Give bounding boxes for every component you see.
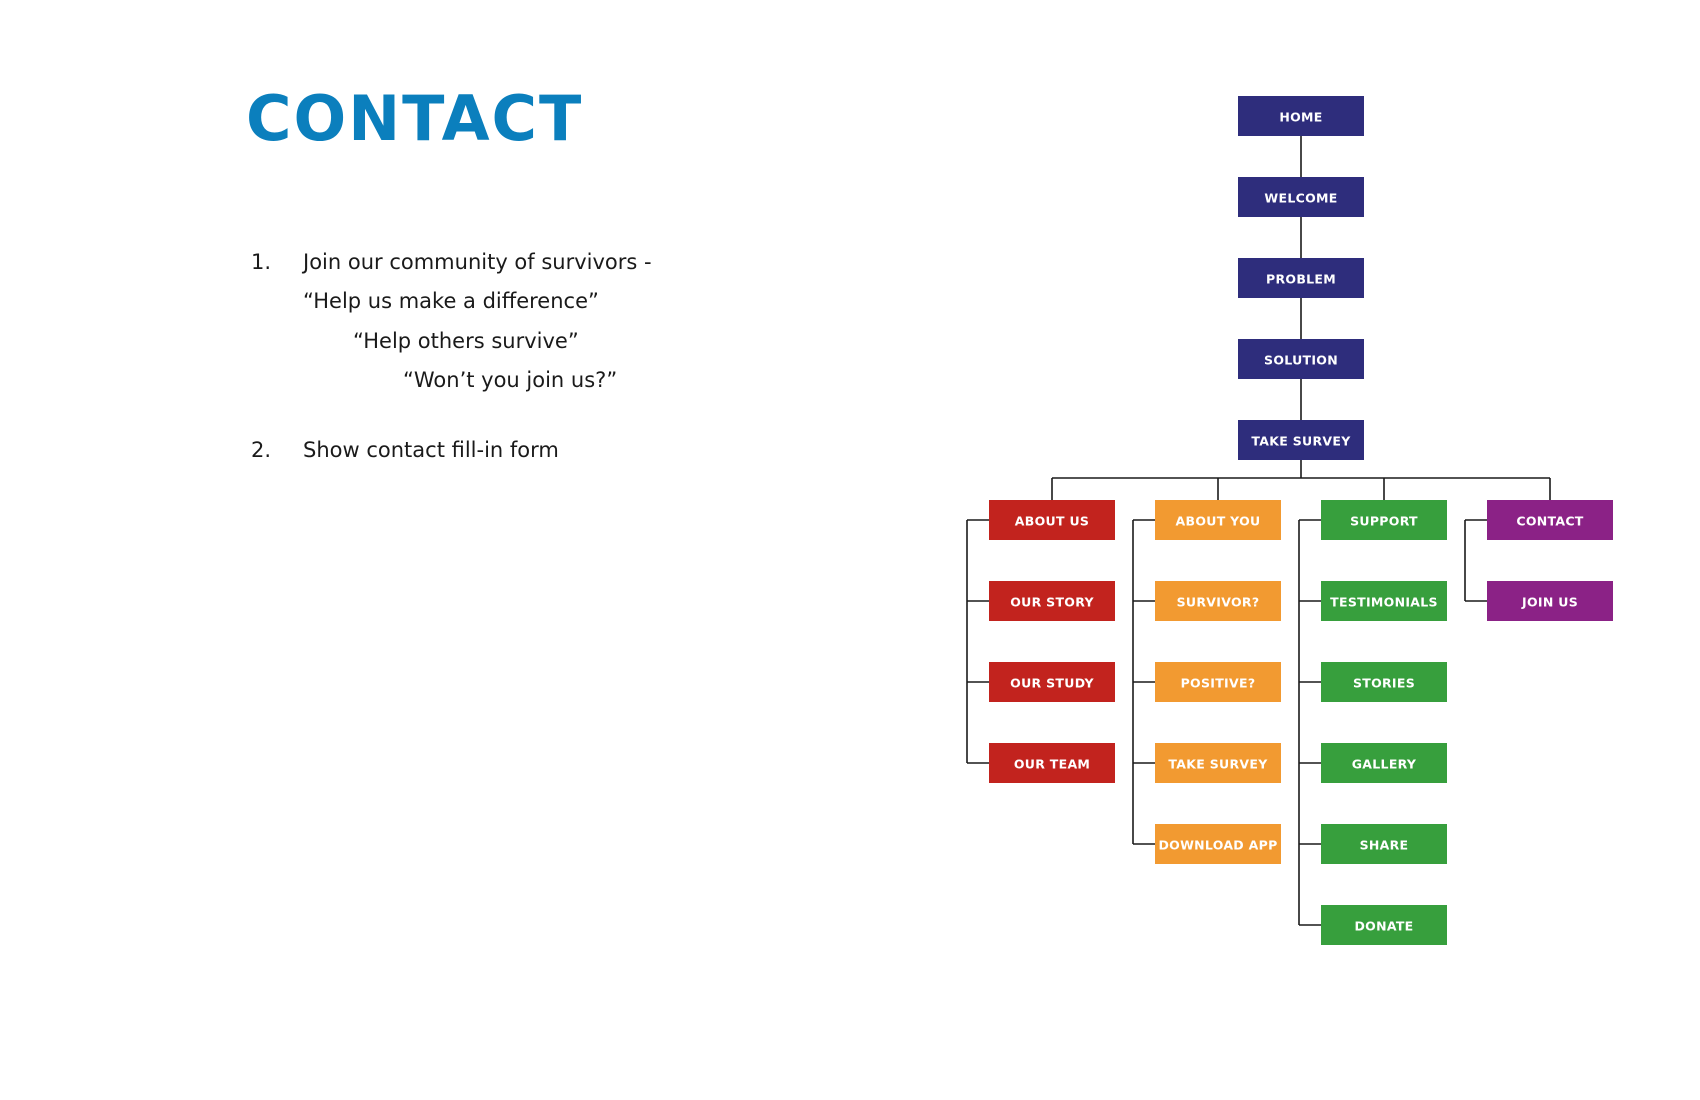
- node-our-team-box: [989, 743, 1115, 783]
- note-2-number: 2.: [251, 438, 272, 462]
- note-1-line-3: “Help others survive”: [353, 329, 579, 353]
- node-join-us-label: JOIN US: [1521, 595, 1578, 610]
- node-take-survey-main: TAKE SURVEY: [1238, 420, 1364, 460]
- node-problem-label: PROBLEM: [1266, 272, 1336, 287]
- node-stories: STORIES: [1321, 662, 1447, 702]
- node-stories-label: STORIES: [1353, 676, 1415, 691]
- node-take-survey-main-label: TAKE SURVEY: [1251, 434, 1351, 449]
- note-2-line-1: Show contact fill-in form: [303, 438, 559, 462]
- node-testimonials: TESTIMONIALS: [1321, 581, 1447, 621]
- node-solution-box: [1238, 339, 1364, 379]
- node-problem: PROBLEM: [1238, 258, 1364, 298]
- page-title: CONTACT: [246, 82, 584, 155]
- node-survivor: SURVIVOR?: [1155, 581, 1281, 621]
- node-take-survey-about-you-label: TAKE SURVEY: [1168, 757, 1268, 772]
- node-share-label: SHARE: [1360, 838, 1409, 853]
- node-contact: CONTACT: [1487, 500, 1613, 540]
- node-download-app: DOWNLOAD APP: [1155, 824, 1281, 864]
- node-survivor-box: [1155, 581, 1281, 621]
- node-download-app-box: [1155, 824, 1281, 864]
- node-download-app-label: DOWNLOAD APP: [1158, 838, 1277, 853]
- node-our-study-label: OUR STUDY: [1010, 676, 1094, 691]
- node-contact-label: CONTACT: [1516, 514, 1583, 529]
- node-our-team: OUR TEAM: [989, 743, 1115, 783]
- node-donate-label: DONATE: [1354, 919, 1413, 934]
- node-support: SUPPORT: [1321, 500, 1447, 540]
- node-support-box: [1321, 500, 1447, 540]
- node-solution: SOLUTION: [1238, 339, 1364, 379]
- node-survivor-label: SURVIVOR?: [1177, 595, 1260, 610]
- node-welcome-label: WELCOME: [1264, 191, 1337, 206]
- node-testimonials-label: TESTIMONIALS: [1330, 595, 1438, 610]
- node-donate-box: [1321, 905, 1447, 945]
- node-home: HOME: [1238, 96, 1364, 136]
- node-welcome-box: [1238, 177, 1364, 217]
- node-gallery-label: GALLERY: [1352, 757, 1417, 772]
- node-our-story-label: OUR STORY: [1010, 595, 1094, 610]
- node-join-us: JOIN US: [1487, 581, 1613, 621]
- node-home-label: HOME: [1279, 110, 1322, 125]
- node-take-survey-about-you-box: [1155, 743, 1281, 783]
- note-1-line-2: “Help us make a difference”: [303, 289, 599, 313]
- node-positive-label: POSITIVE?: [1181, 676, 1256, 691]
- node-testimonials-box: [1321, 581, 1447, 621]
- node-about-you: ABOUT YOU: [1155, 500, 1281, 540]
- node-gallery: GALLERY: [1321, 743, 1447, 783]
- node-stories-box: [1321, 662, 1447, 702]
- node-support-label: SUPPORT: [1350, 514, 1418, 529]
- node-about-us-box: [989, 500, 1115, 540]
- node-share: SHARE: [1321, 824, 1447, 864]
- node-our-study: OUR STUDY: [989, 662, 1115, 702]
- node-our-story-box: [989, 581, 1115, 621]
- note-1-number: 1.: [251, 250, 272, 274]
- note-1-line-4: “Won’t you join us?”: [403, 368, 618, 392]
- node-our-study-box: [989, 662, 1115, 702]
- node-join-us-box: [1487, 581, 1613, 621]
- note-1-line-1: Join our community of survivors -: [303, 250, 652, 274]
- node-about-you-label: ABOUT YOU: [1176, 514, 1261, 529]
- node-positive: POSITIVE?: [1155, 662, 1281, 702]
- node-contact-box: [1487, 500, 1613, 540]
- node-take-survey-about-you: TAKE SURVEY: [1155, 743, 1281, 783]
- node-share-box: [1321, 824, 1447, 864]
- node-about-us-label: ABOUT US: [1015, 514, 1089, 529]
- node-home-box: [1238, 96, 1364, 136]
- node-take-survey-main-box: [1238, 420, 1364, 460]
- node-donate: DONATE: [1321, 905, 1447, 945]
- node-about-you-box: [1155, 500, 1281, 540]
- node-welcome: WELCOME: [1238, 177, 1364, 217]
- node-solution-label: SOLUTION: [1264, 353, 1338, 368]
- node-about-us: ABOUT US: [989, 500, 1115, 540]
- node-our-story: OUR STORY: [989, 581, 1115, 621]
- node-our-team-label: OUR TEAM: [1014, 757, 1090, 772]
- node-problem-box: [1238, 258, 1364, 298]
- node-positive-box: [1155, 662, 1281, 702]
- node-gallery-box: [1321, 743, 1447, 783]
